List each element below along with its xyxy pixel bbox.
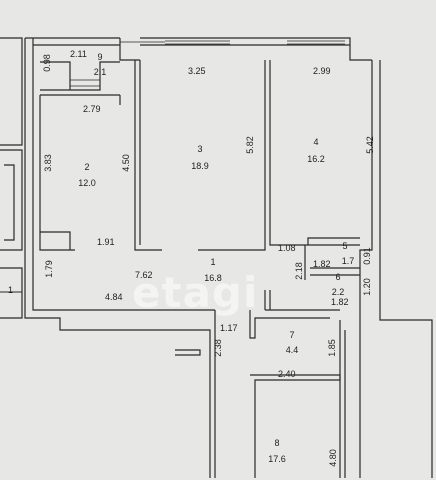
dimension-label: 0.91 bbox=[361, 247, 372, 265]
dimension-label: 1.17 bbox=[220, 323, 238, 333]
dimension-label: 3.25 bbox=[188, 66, 206, 76]
dimension-label: 0.98 bbox=[41, 54, 52, 72]
room-area: 1.7 bbox=[341, 256, 355, 266]
dimension-label: 2.79 bbox=[83, 104, 101, 114]
room-number: 1 bbox=[210, 257, 216, 267]
dimension-label: 4.80 bbox=[327, 449, 338, 467]
dimension-label: 2.11 bbox=[70, 49, 87, 59]
outer-wall-right bbox=[359, 60, 373, 478]
dimension-label: 1.82 bbox=[331, 297, 349, 307]
room-area: 2.1 bbox=[93, 67, 107, 77]
dimension-label: 1.20 bbox=[361, 278, 372, 296]
room-area: 18.9 bbox=[191, 161, 209, 171]
room-number: 2 bbox=[84, 162, 90, 172]
room-number: 7 bbox=[289, 330, 295, 340]
dimension-label: 7.62 bbox=[135, 270, 153, 280]
dimension-label: 1.79 bbox=[43, 260, 54, 278]
dimension-label: 2.18 bbox=[293, 262, 304, 280]
dimension-label: 1.08 bbox=[278, 243, 296, 253]
room-area: 2.2 bbox=[331, 287, 345, 297]
room-number: 9 bbox=[97, 52, 103, 62]
room-area: 12.0 bbox=[78, 178, 96, 188]
room-number: 3 bbox=[197, 144, 203, 154]
dimension-label: 4.50 bbox=[120, 154, 131, 172]
dimension-label: 3.83 bbox=[42, 154, 53, 172]
dimension-label: 5.82 bbox=[244, 136, 255, 154]
dimension-label: 2.40 bbox=[278, 369, 296, 379]
room-number: 4 bbox=[313, 137, 319, 147]
room-area: 4.4 bbox=[285, 345, 299, 355]
dimension-label: 2.99 bbox=[313, 66, 331, 76]
room-number: 5 bbox=[342, 241, 348, 251]
dimension-label: 4.84 bbox=[105, 292, 123, 302]
room-area: 16.2 bbox=[307, 154, 325, 164]
watermark: etagi bbox=[132, 268, 259, 317]
marker-label: 1 bbox=[8, 285, 14, 295]
dimension-label: 2.38 bbox=[212, 339, 223, 357]
dimension-label: 5.42 bbox=[364, 136, 375, 154]
room-area: 16.8 bbox=[204, 273, 222, 283]
room-number: 8 bbox=[274, 438, 280, 448]
dimension-label: 1.82 bbox=[313, 259, 331, 269]
room-number: 6 bbox=[335, 272, 341, 282]
left-wall-outline bbox=[0, 37, 23, 146]
dimension-label: 1.85 bbox=[326, 339, 337, 357]
outer-wall-left bbox=[24, 38, 211, 478]
room-area: 17.6 bbox=[268, 454, 286, 464]
dimension-label: 1.91 bbox=[97, 237, 115, 247]
